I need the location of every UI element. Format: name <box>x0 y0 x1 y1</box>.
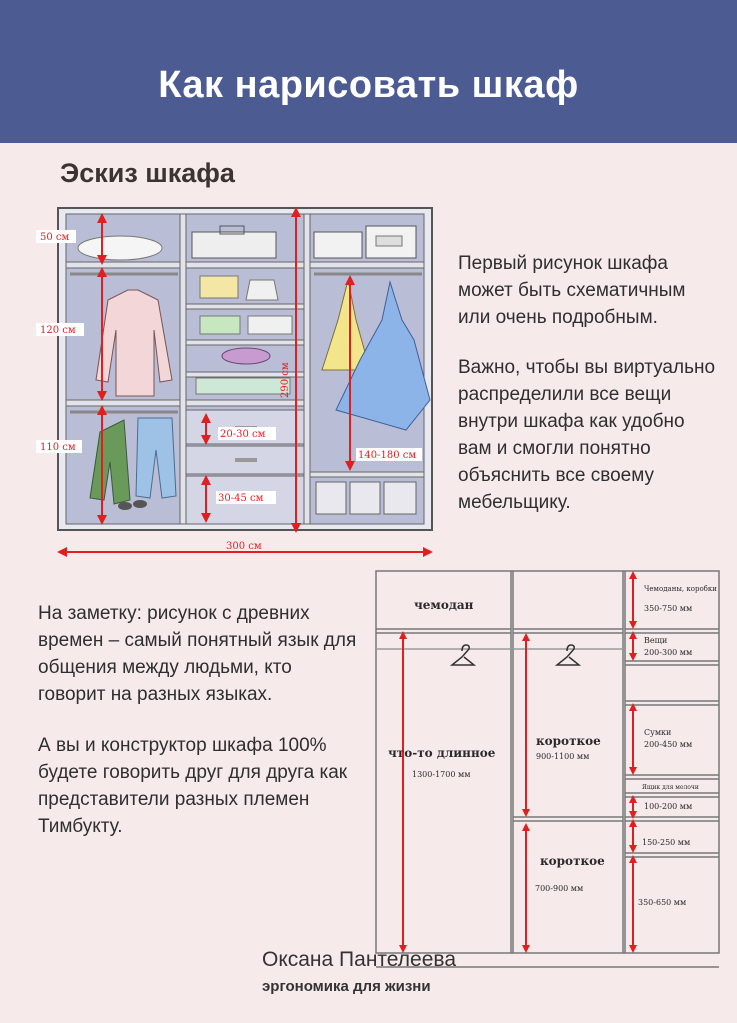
blouse-drawing <box>95 289 173 397</box>
right-text-block: Первый рисунок шкафа может быть схематич… <box>458 250 723 516</box>
scheme-bags: Сумки <box>644 728 671 737</box>
left-paragraph-1: На заметку: рисунок с древних времен – с… <box>38 603 357 705</box>
scheme-things-size: 200-300 мм <box>644 648 692 657</box>
scheme-short2-size: 700-900 мм <box>535 884 583 893</box>
left-text-block: На заметку: рисунок с древних времен – с… <box>38 600 363 840</box>
scheme-things: Вещи <box>644 636 667 645</box>
header-banner: Как нарисовать шкаф <box>0 0 737 143</box>
hanger-icon <box>449 644 477 666</box>
author-slogan: эргономика для жизни <box>262 978 431 995</box>
right-paragraph-1: Первый рисунок шкафа может быть схематич… <box>458 253 686 328</box>
wardrobe-scheme: чемодан что-то длинное 1300-1700 мм коро… <box>375 570 720 968</box>
label-width: 300 см <box>226 541 262 552</box>
dress-drawing <box>335 280 431 431</box>
label-hanging-height: 120 см <box>40 325 76 336</box>
label-long-hang: 140-180 см <box>358 450 416 461</box>
section-title: Эскиз шкафа <box>60 158 235 188</box>
label-top-height: 50 см <box>40 232 70 243</box>
wardrobe-sketch: 50 см 120 см 110 см 290 см 20-30 см 30-4… <box>36 207 433 557</box>
scheme-bags-size: 200-450 мм <box>644 740 692 749</box>
scheme-long-size: 1300-1700 мм <box>412 770 470 779</box>
suitcase-drawing <box>191 231 277 259</box>
scheme-small-size: 100-200 мм <box>644 802 692 811</box>
jeans-drawing <box>135 417 177 499</box>
right-paragraph-2: Важно, чтобы вы виртуально распределили … <box>458 357 716 513</box>
label-drawer-low: 30-45 см <box>218 493 264 504</box>
scheme-d2-size: 350-650 мм <box>638 898 686 907</box>
left-paragraph-2: А вы и конструктор шкафа 100% будете гов… <box>38 735 348 837</box>
scheme-long: что-то длинное <box>388 746 496 760</box>
scheme-small-drawer: Ящик для мелочи <box>642 784 699 791</box>
scheme-suitcase: чемодан <box>414 598 474 612</box>
scheme-boxes-size: 350-750 мм <box>644 604 692 613</box>
scheme-d1-size: 150-250 мм <box>642 838 690 847</box>
author-name: Оксана Пантелеева <box>262 948 456 971</box>
scheme-short1: короткое <box>536 734 601 748</box>
scheme-short2: короткое <box>540 854 605 868</box>
page-title: Как нарисовать шкаф <box>158 64 579 106</box>
scheme-boxes: Чемоданы, коробки <box>644 585 717 593</box>
label-lower-height: 110 см <box>40 442 76 453</box>
hanger-icon <box>554 644 582 666</box>
label-total-height: 290 см <box>280 362 291 398</box>
label-drawer-mid: 20-30 см <box>220 429 266 440</box>
scheme-short1-size: 900-1100 мм <box>536 752 589 761</box>
